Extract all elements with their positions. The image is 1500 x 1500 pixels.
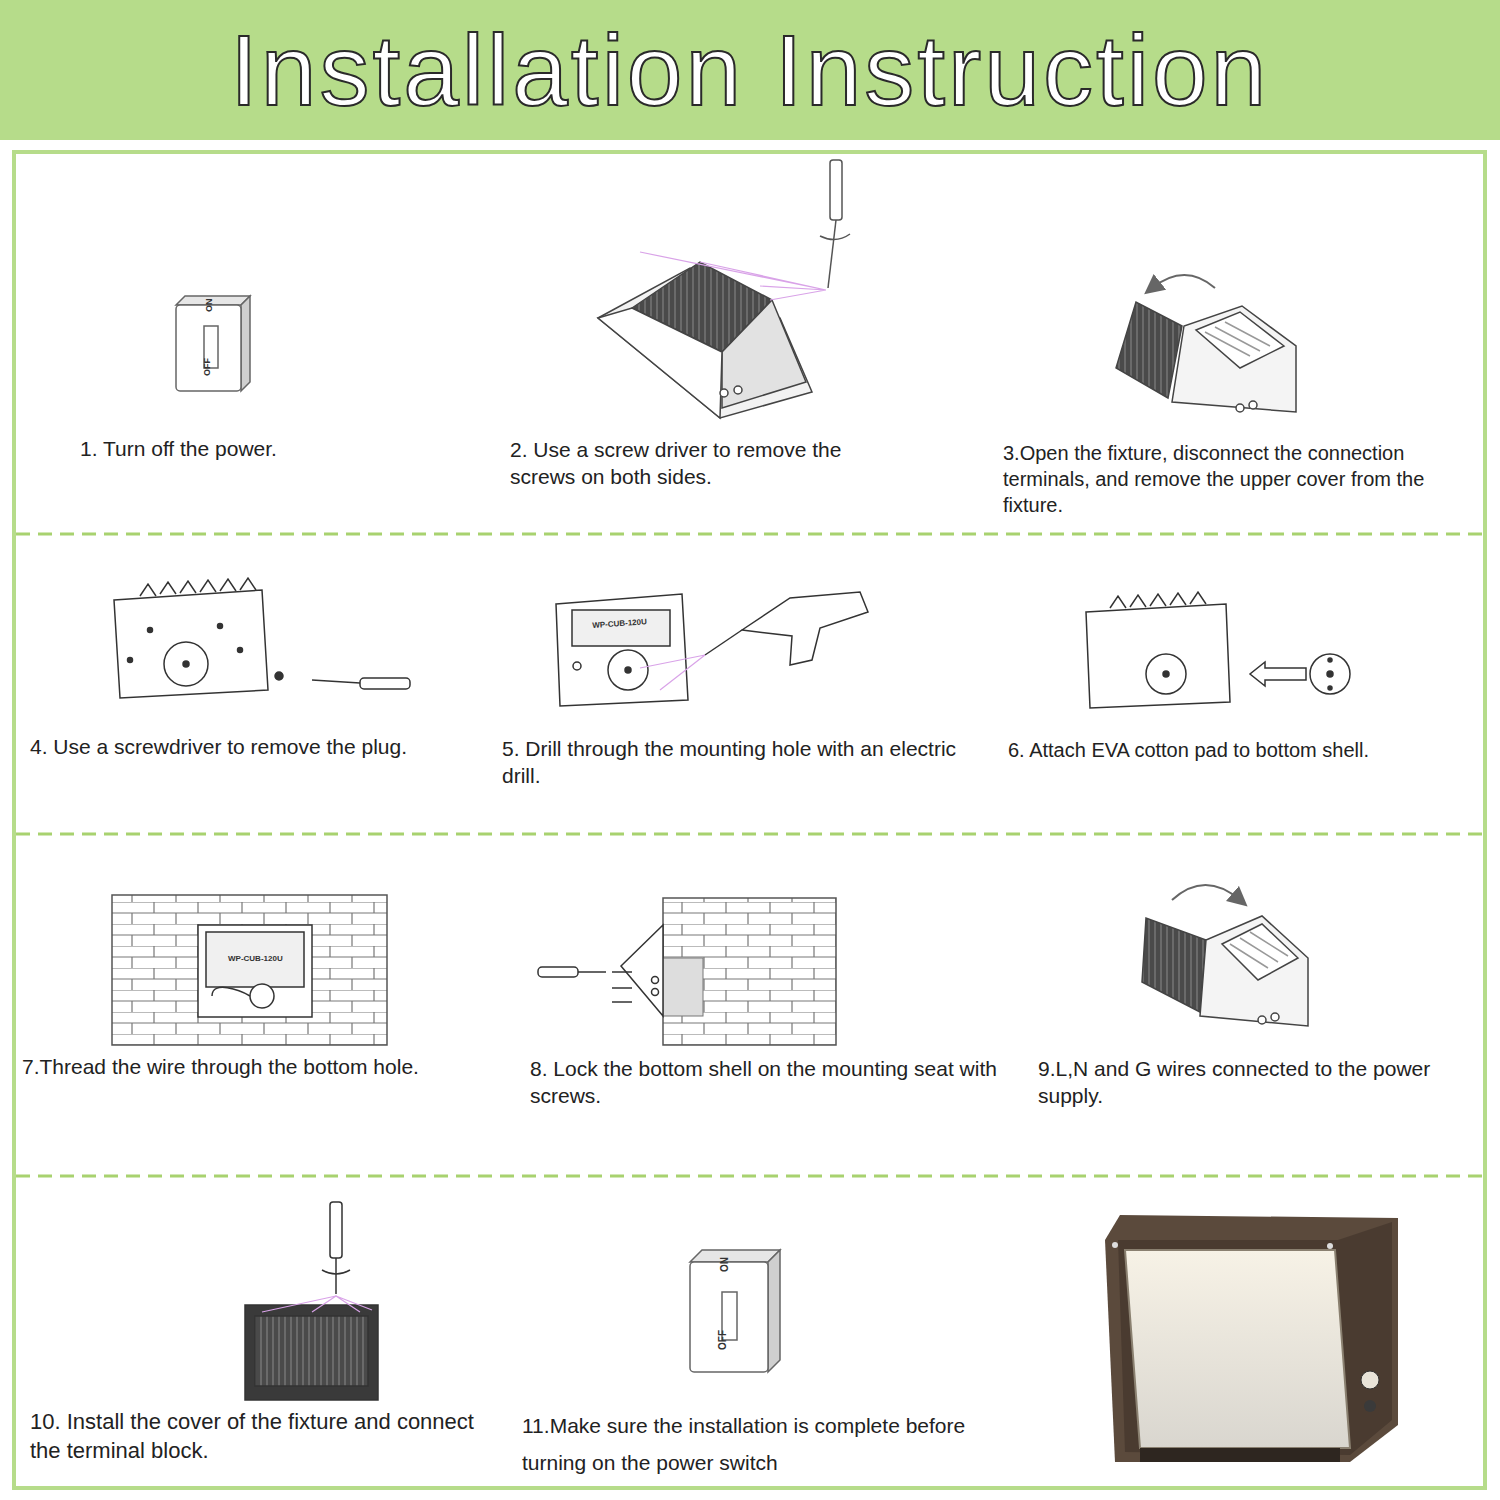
page-title: Installation Instruction: [230, 5, 1269, 135]
model-label: WP-CUB-120U: [592, 618, 647, 630]
step-caption: 1. Turn off the power.: [80, 435, 410, 462]
switch-label: ON: [720, 1257, 730, 1272]
step-caption: 2. Use a screw driver to remove the scre…: [510, 436, 880, 491]
step-caption: 4. Use a screwdriver to remove the plug.: [30, 733, 480, 760]
step-caption: 5. Drill through the mounting hole with …: [502, 735, 962, 790]
step-caption: 3.Open the fixture, disconnect the conne…: [1003, 440, 1463, 518]
step-caption: 6. Attach EVA cotton pad to bottom shell…: [1008, 737, 1448, 763]
switch-label: OFF: [718, 1330, 728, 1350]
step-caption: 7.Thread the wire through the bottom hol…: [22, 1053, 522, 1080]
step-caption: 9.L,N and G wires connected to the power…: [1038, 1055, 1458, 1110]
step-caption: 8. Lock the bottom shell on the mounting…: [530, 1055, 1000, 1110]
switch-label: ON: [205, 299, 214, 313]
switch-label: OFF: [203, 358, 212, 376]
model-label: WP-CUB-120U: [228, 955, 283, 963]
step-caption: 11.Make sure the installation is complet…: [522, 1408, 1002, 1482]
step-caption: 10. Install the cover of the fixture and…: [30, 1408, 500, 1465]
